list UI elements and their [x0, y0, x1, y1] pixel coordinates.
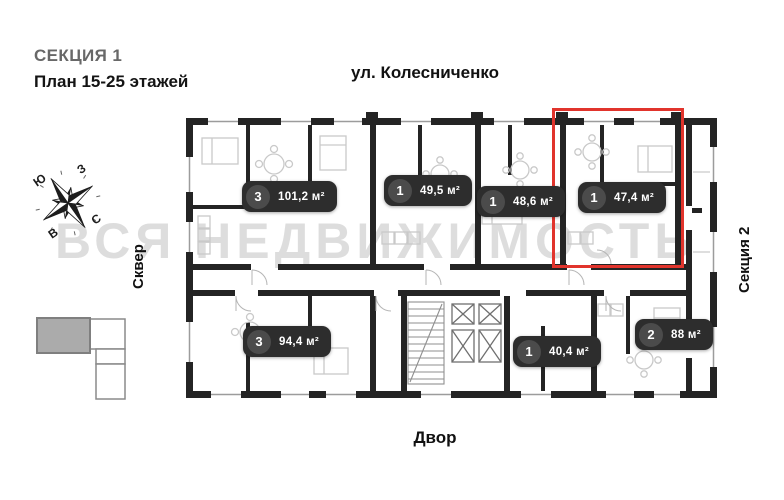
apartment-badge-94-4[interactable]: 3 94,4 м² [243, 326, 332, 357]
plan-floors-title: План 15-25 этажей [34, 72, 189, 91]
park-label: Сквер [130, 244, 147, 290]
rooms-count: 1 [582, 185, 606, 210]
elevator-shafts [451, 303, 502, 363]
section-title: СЕКЦИЯ 1 [34, 46, 123, 65]
minimap-current-section [36, 317, 91, 354]
apartment-badge-48-6[interactable]: 1 48,6 м² [477, 186, 566, 217]
compass-west-label: З [74, 161, 88, 177]
apartment-badge-40-4[interactable]: 1 40,4 м² [513, 336, 602, 367]
apartment-badge-49-5[interactable]: 1 49,5 м² [384, 175, 473, 206]
apartment-badge-47-4-selected[interactable]: 1 47,4 м² [578, 182, 667, 213]
rooms-count: 1 [481, 189, 505, 214]
section2-label: Секция 2 [736, 226, 753, 294]
rooms-count: 1 [388, 178, 412, 203]
apartment-badge-88[interactable]: 2 88 м² [635, 319, 713, 350]
apartment-area: 49,5 м² [420, 184, 461, 197]
door-arcs [235, 249, 622, 312]
apartment-area: 48,6 м² [513, 195, 554, 208]
compass-east-label: В [46, 225, 61, 242]
rooms-count: 3 [246, 184, 270, 209]
rooms-count: 1 [517, 339, 541, 364]
apartment-area: 47,4 м² [614, 191, 655, 204]
building-minimap [36, 317, 126, 400]
rooms-count: 2 [639, 322, 663, 347]
apartment-area: 101,2 м² [278, 190, 325, 203]
compass-south-label: Ю [31, 171, 49, 190]
yard-label: Двор [413, 428, 457, 447]
street-label: ул. Колесниченко [350, 63, 500, 82]
staircase [407, 301, 445, 385]
apartment-area: 94,4 м² [279, 335, 320, 348]
compass-rose-icon: З Ю С В [31, 161, 104, 242]
apartment-area: 40,4 м² [549, 345, 590, 358]
apartment-badge-101-2[interactable]: 3 101,2 м² [242, 181, 337, 212]
compass-north-label: С [89, 211, 104, 228]
rooms-count: 3 [247, 329, 271, 354]
apartment-area: 88 м² [671, 328, 701, 341]
